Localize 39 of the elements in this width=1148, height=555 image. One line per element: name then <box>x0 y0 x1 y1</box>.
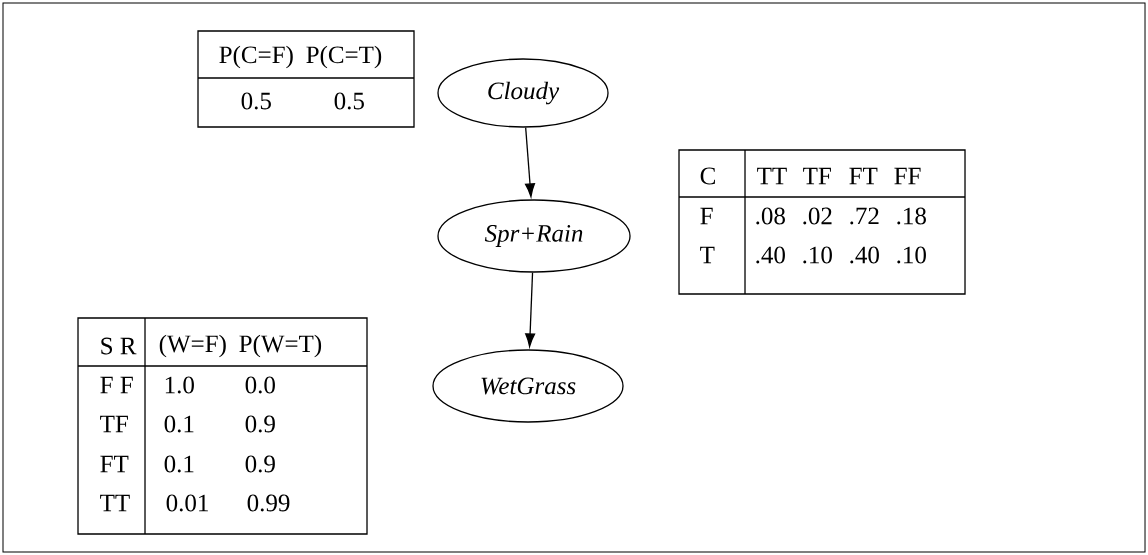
table-cell: .10 <box>803 246 832 264</box>
table-cell: 0.9 <box>245 415 275 433</box>
table-cell: .08 <box>756 207 785 225</box>
table-cell: TF <box>100 415 128 433</box>
arrow <box>524 127 536 198</box>
table-cell: F <box>700 207 713 225</box>
table-cell: .02 <box>803 207 832 225</box>
table-cell: 1.0 <box>165 376 194 394</box>
table-cell: 0.5 <box>334 92 364 110</box>
table-cell: .40 <box>756 246 785 264</box>
table-cell: P(C=T) <box>306 45 382 69</box>
table-cell: TT <box>757 167 787 185</box>
table-cell: .10 <box>897 246 926 264</box>
table-cell: 0.9 <box>245 455 275 473</box>
table-cell: .72 <box>850 207 879 225</box>
table-cell: TT <box>100 494 130 512</box>
table-cell: C <box>700 167 715 185</box>
table-cell: P(C=F) <box>219 45 293 69</box>
ellipse-node: WetGrass <box>432 349 624 423</box>
ellipse-node: Spr+Rain <box>437 199 631 273</box>
table-cell: P(W=T) <box>239 334 322 358</box>
table-cell: 0.01 <box>166 494 208 512</box>
table-cell: 0.99 <box>247 494 290 512</box>
table-cell: TF <box>803 167 831 185</box>
table-cell: 0.1 <box>164 455 194 473</box>
table-cell: 0.1 <box>164 415 194 433</box>
table-cell: FF <box>894 167 921 185</box>
table-cell: T <box>700 246 715 264</box>
table-cell: FT <box>849 167 878 185</box>
table-cell: .18 <box>897 207 926 225</box>
table-cell: F F <box>100 376 133 394</box>
table-cell: S R <box>101 337 137 355</box>
table-cell: FT <box>100 455 129 473</box>
table-cell: .40 <box>850 246 879 264</box>
table-cell: (W=F) <box>159 334 226 358</box>
table-cell: 0.0 <box>245 376 275 394</box>
ellipse-node: Cloudy <box>437 58 609 128</box>
arrow <box>525 272 536 348</box>
table-cell: 0.5 <box>241 92 271 110</box>
